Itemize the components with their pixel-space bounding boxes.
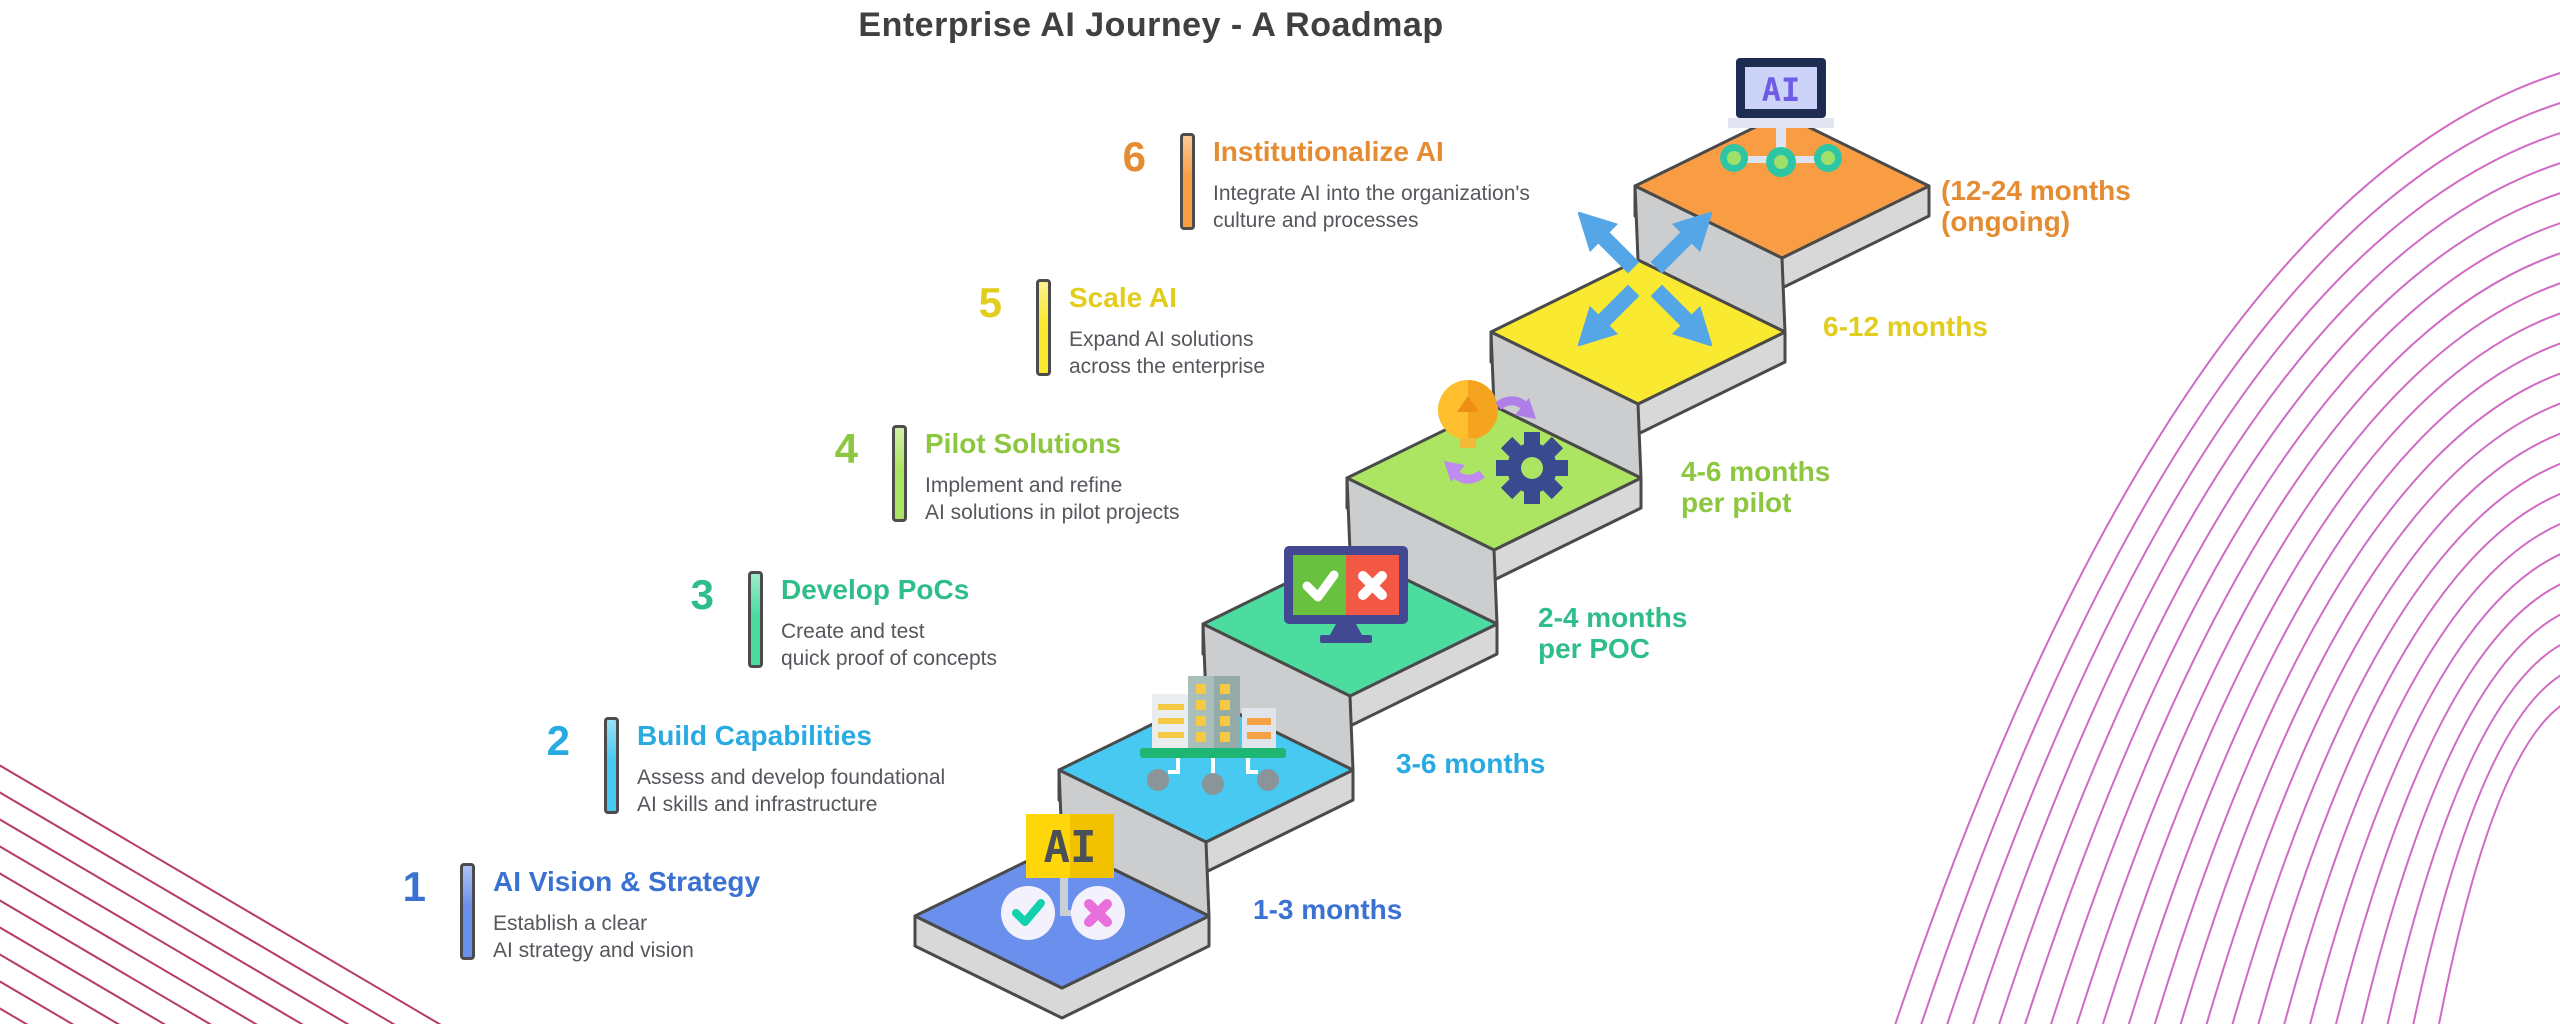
- decor-right-curve: [2412, 674, 2560, 1024]
- decor-right-curve: [2076, 282, 2560, 1024]
- decor-right-curve: [2283, 523, 2560, 1024]
- decor-left-line: [0, 845, 304, 1024]
- lightbulb-gear-iteration-icon: [1436, 376, 1568, 504]
- decor-right-curve: [1946, 132, 2560, 1024]
- decor-left-line: [0, 899, 212, 1024]
- decor-right-curve: [2205, 432, 2560, 1024]
- decor-right-curve: [2309, 553, 2560, 1024]
- decor-right-curve: [1894, 72, 2560, 1024]
- step-1-title: AI Vision & Strategy: [493, 866, 761, 897]
- step-3-title: Develop PoCs: [781, 574, 970, 605]
- decor-right-curve: [2179, 402, 2560, 1024]
- step-2-description: Assess and develop foundational AI skill…: [637, 766, 946, 816]
- step-2-timeline: 3-6 months: [1396, 748, 1546, 779]
- page-title: Enterprise AI Journey - A Roadmap: [858, 6, 1444, 44]
- decor-left-line: [0, 764, 442, 1024]
- decor-left-line: [0, 980, 75, 1024]
- step-6-color-bar: [1180, 133, 1195, 230]
- decor-left-line: [0, 872, 258, 1024]
- decor-right-curve: [2386, 643, 2560, 1024]
- step-6-number: 6: [1122, 133, 1146, 180]
- decor-right-curve: [2360, 613, 2560, 1024]
- svg-text:AI: AI: [1762, 71, 1801, 109]
- decor-left-line: [0, 791, 396, 1024]
- step-5-color-bar: [1036, 279, 1051, 376]
- decor-right-curve: [1920, 102, 2560, 1024]
- ai-monitor-network-icon: AI: [1712, 58, 1848, 184]
- step-1-timeline: 1-3 months: [1253, 894, 1403, 925]
- decor-left-line: [0, 926, 166, 1024]
- decor-right-curve: [2257, 492, 2560, 1024]
- step-4-title: Pilot Solutions: [925, 428, 1121, 459]
- monitor-check-x-icon: [1284, 546, 1408, 644]
- step-5-title: Scale AI: [1069, 282, 1177, 313]
- decor-right-curve: [2024, 222, 2560, 1024]
- step-4-timeline: 4-6 months per pilot: [1681, 456, 1831, 518]
- step-2-color-bar: [604, 717, 619, 814]
- decor-right-curve: [1972, 162, 2560, 1024]
- step-4-number: 4: [834, 425, 858, 472]
- decor-right-curve: [2153, 372, 2560, 1024]
- step-4-description: Implement and refine AI solutions in pil…: [925, 474, 1180, 524]
- step-1-number: 1: [402, 863, 426, 910]
- svg-text:AI: AI: [1044, 822, 1097, 873]
- step-6-timeline: (12-24 months (ongoing): [1941, 175, 2131, 237]
- decor-right-curve: [2127, 342, 2560, 1024]
- step-5-timeline: 6-12 months: [1823, 311, 1988, 342]
- decor-left-line: [0, 953, 121, 1024]
- step-2-number: 2: [546, 717, 570, 764]
- expand-arrows-icon: [1577, 211, 1713, 347]
- decor-right-curve: [2101, 312, 2560, 1024]
- step-2-title: Build Capabilities: [637, 720, 872, 751]
- step-3-number: 3: [690, 571, 714, 618]
- step-3-timeline: 2-4 months per POC: [1538, 602, 1688, 664]
- step-5-number: 5: [978, 279, 1002, 326]
- decor-right-curve: [1998, 192, 2560, 1024]
- decor-right-curve: [2335, 583, 2560, 1024]
- decor-right-curve: [2231, 462, 2560, 1024]
- step-4-color-bar: [892, 425, 907, 522]
- decor-left-line: [0, 818, 350, 1024]
- step-3-color-bar: [748, 571, 763, 668]
- step-6-title: Institutionalize AI: [1213, 136, 1444, 167]
- step-1-color-bar: [460, 863, 475, 960]
- step-6-description: Integrate AI into the organization's cul…: [1213, 182, 1530, 232]
- buildings-foundation-icon: [1138, 676, 1288, 798]
- decor-right-curve: [2050, 252, 2560, 1024]
- step-5-description: Expand AI solutions across the enterpris…: [1069, 328, 1266, 378]
- step-3-description: Create and test quick proof of concepts: [781, 620, 997, 670]
- decor-right-curve: [2438, 705, 2560, 1024]
- ai-sign-with-check-x-icon: AI: [1000, 814, 1132, 942]
- step-1-description: Establish a clear AI strategy and vision: [493, 912, 694, 962]
